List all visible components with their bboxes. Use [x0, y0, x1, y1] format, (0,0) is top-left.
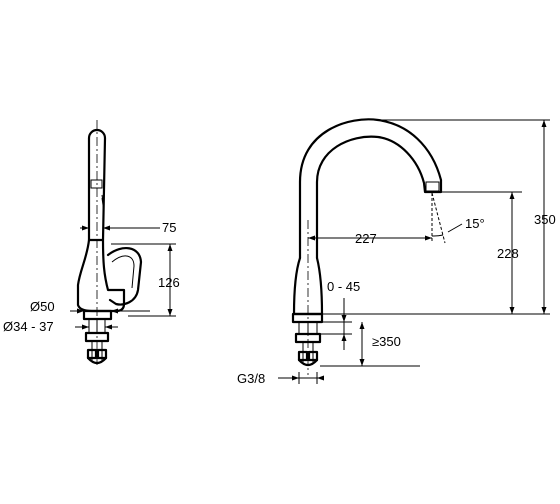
dim-side-height: 126: [158, 275, 180, 290]
front-spout: [298, 118, 443, 260]
dim-connection: G3/8: [237, 371, 265, 386]
dim-hole-diameter: Ø34 - 37: [3, 319, 54, 334]
dim-base-diameter: Ø50: [30, 299, 55, 314]
dim-swivel-angle: 15°: [465, 216, 485, 231]
front-view: 15° 227 228 350 0 - 45 ≥350: [237, 118, 556, 386]
dim-spout-height: 228: [497, 246, 519, 261]
dim-clearance: ≥350: [372, 334, 401, 349]
side-view: 75 126 Ø50 Ø34 - 37: [3, 120, 180, 365]
dim-side-offset: 75: [162, 220, 176, 235]
dim-counter-thickness: 0 - 45: [327, 279, 360, 294]
dim-reach: 227: [355, 231, 377, 246]
dim-total-height: 350: [534, 212, 556, 227]
side-handle: [106, 247, 143, 306]
side-spout: [87, 128, 107, 242]
